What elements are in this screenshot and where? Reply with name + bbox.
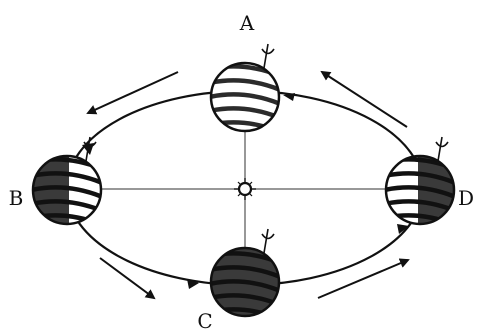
label-a: A [239, 11, 255, 35]
label-d: D [458, 186, 474, 210]
axis-tilt-icon [83, 136, 97, 162]
orbit-arrow-icon [86, 71, 179, 115]
axis-tilt-icon [435, 136, 449, 162]
sun-icon [234, 178, 256, 200]
orbit-arrow-icon [283, 93, 295, 101]
label-c: C [197, 309, 212, 333]
earth-position-a [209, 43, 281, 133]
axis-tilt-icon [261, 228, 275, 254]
orbit-arrow-icon [99, 257, 156, 300]
axis-tilt-icon [261, 43, 275, 69]
earth-position-b [31, 136, 103, 226]
orbit-arrow-icon [317, 258, 410, 299]
earth-position-d [384, 136, 456, 226]
orbit-arrow-icon [187, 279, 199, 289]
orbit-arrow-icon [397, 224, 409, 234]
label-b: B [9, 186, 24, 210]
orbit-arrow-icon [320, 70, 408, 128]
